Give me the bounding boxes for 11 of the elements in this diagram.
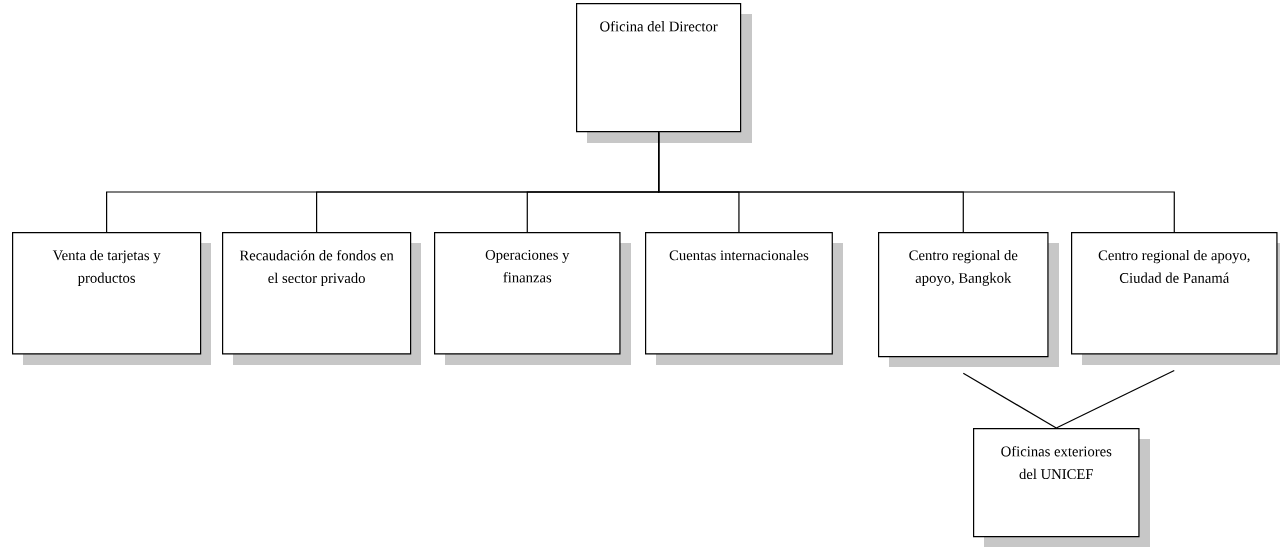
org-box: Centro regional de apoyo, Bangkok (878, 232, 1059, 367)
org-box: Oficina del Director (576, 3, 752, 143)
org-box: Oficinas exteriores del UNICEF (973, 428, 1150, 547)
org-box: Operaciones y finanzas (434, 232, 631, 365)
org-box: Venta de tarjetas y productos (12, 232, 211, 365)
connector-line (1055, 369, 1175, 429)
org-box: Centro regional de apoyo, Ciudad de Panamá (1071, 232, 1280, 365)
org-box: Recaudación de fondos en el sector privado (222, 232, 421, 365)
org-box: Cuentas internacionales (645, 232, 843, 365)
connector-line (658, 131, 1175, 233)
connector-line (962, 372, 1057, 429)
